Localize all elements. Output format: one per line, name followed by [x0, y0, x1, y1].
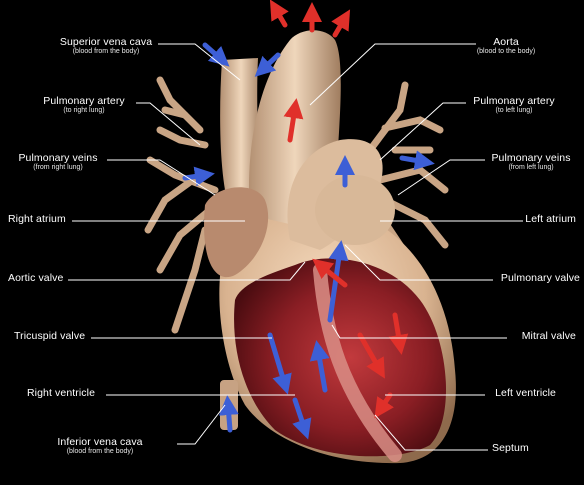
label-pulmonary-artery-left-sub: (to left lung)	[462, 107, 566, 114]
label-tricuspid-valve: Tricuspid valve	[14, 331, 85, 342]
label-inferior-vena-cava-sub: (blood from the body)	[20, 448, 180, 455]
label-pulmonary-veins-right-title: Pulmonary veins	[8, 153, 108, 164]
label-aortic-valve-title: Aortic valve	[8, 273, 63, 284]
label-pulmonary-veins-left-sub: (from left lung)	[482, 164, 580, 171]
label-pulmonary-veins-left-title: Pulmonary veins	[482, 153, 580, 164]
label-inferior-vena-cava-title: Inferior vena cava	[20, 437, 180, 448]
label-left-ventricle: Left ventricle	[495, 388, 556, 399]
label-pulmonary-veins-left: Pulmonary veins (from left lung)	[482, 153, 580, 171]
label-right-ventricle-title: Right ventricle	[27, 388, 95, 399]
label-pulmonary-valve: Pulmonary valve	[501, 273, 580, 284]
label-mitral-valve-title: Mitral valve	[522, 331, 576, 342]
label-right-atrium-title: Right atrium	[8, 214, 66, 225]
label-aorta-title: Aorta	[468, 37, 544, 48]
label-aorta-sub: (blood to the body)	[468, 48, 544, 55]
label-aortic-valve: Aortic valve	[8, 273, 63, 284]
label-pulmonary-veins-right-sub: (from right lung)	[8, 164, 108, 171]
label-right-atrium: Right atrium	[8, 214, 66, 225]
label-superior-vena-cava-sub: (blood from the body)	[52, 48, 160, 55]
label-pulmonary-veins-right: Pulmonary veins (from right lung)	[8, 153, 108, 171]
label-right-ventricle: Right ventricle	[27, 388, 95, 399]
label-superior-vena-cava: Superior vena cava (blood from the body)	[52, 37, 160, 55]
label-pulmonary-valve-title: Pulmonary valve	[501, 273, 580, 284]
label-left-ventricle-title: Left ventricle	[495, 388, 556, 399]
label-left-atrium-title: Left atrium	[525, 214, 576, 225]
label-inferior-vena-cava: Inferior vena cava (blood from the body)	[20, 437, 180, 455]
label-pulmonary-artery-left-title: Pulmonary artery	[462, 96, 566, 107]
label-pulmonary-artery-right-sub: (to right lung)	[30, 107, 138, 114]
label-septum: Septum	[492, 443, 529, 454]
label-left-atrium: Left atrium	[525, 214, 576, 225]
label-pulmonary-artery-right-title: Pulmonary artery	[30, 96, 138, 107]
label-pulmonary-artery-left: Pulmonary artery (to left lung)	[462, 96, 566, 114]
label-aorta: Aorta (blood to the body)	[468, 37, 544, 55]
label-septum-title: Septum	[492, 443, 529, 454]
label-pulmonary-artery-right: Pulmonary artery (to right lung)	[30, 96, 138, 114]
left-atrium-shape	[315, 175, 395, 245]
label-superior-vena-cava-title: Superior vena cava	[52, 37, 160, 48]
label-tricuspid-valve-title: Tricuspid valve	[14, 331, 85, 342]
label-mitral-valve: Mitral valve	[522, 331, 576, 342]
